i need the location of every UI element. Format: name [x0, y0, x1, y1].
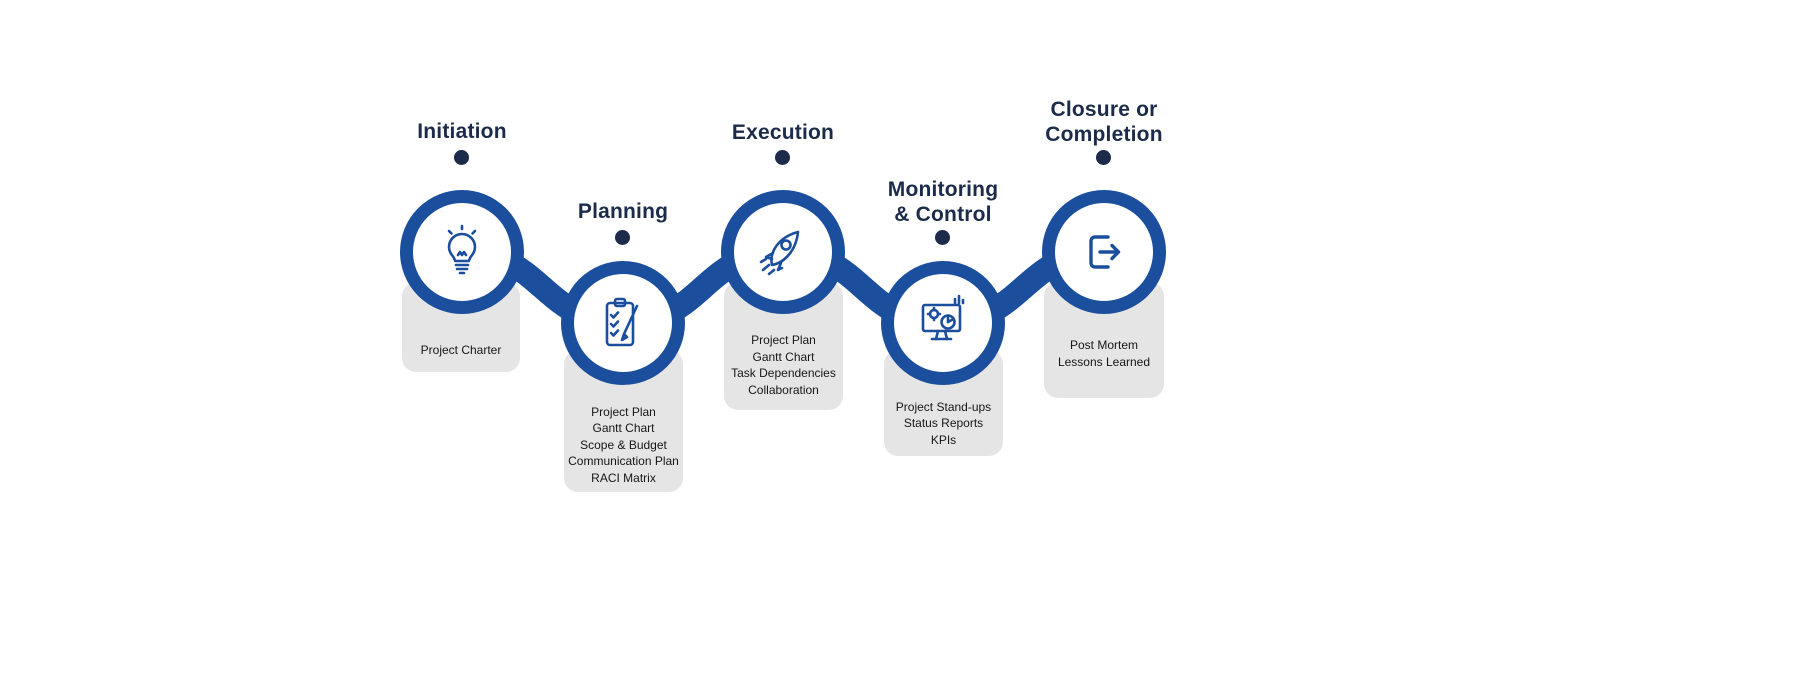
stage-title-planning: Planning: [577, 200, 669, 223]
card-item: Communication Plan: [568, 454, 679, 468]
clipboard-checklist-icon: [591, 291, 655, 355]
stage-title-monitoring-control: Monitoring & Control: [887, 178, 999, 226]
stage-dot: [1096, 150, 1111, 165]
card-item: Project Charter: [420, 342, 502, 357]
card-item: KPIs: [930, 432, 957, 447]
monitor-analytics-icon: [911, 291, 975, 355]
card-item: Project Plan: [751, 333, 816, 347]
card-item: Collaboration: [748, 382, 819, 397]
stage-dot: [775, 150, 790, 165]
card-item: Lessons Learned: [1057, 354, 1151, 369]
stage-title-closure-completion: Closure or Completion: [1045, 98, 1163, 146]
stage-circle-initiation: [400, 190, 524, 314]
stage-circle-planning: [561, 261, 685, 385]
rocket-icon: [751, 220, 815, 284]
exit-icon: [1072, 220, 1136, 284]
card-item: Post Mortem: [1069, 338, 1138, 352]
stage-circle-monitoring-control: [881, 261, 1005, 385]
stage-dot: [454, 150, 469, 165]
stage-title-initiation: Initiation: [417, 120, 507, 143]
card-item: Gantt Chart: [592, 421, 655, 435]
card-item: Task Dependencies: [731, 366, 836, 380]
card-item: Project Stand-ups: [895, 399, 992, 414]
stage-dot: [935, 230, 950, 245]
stage-title-execution: Execution: [731, 121, 835, 144]
card-item: Project Plan: [591, 404, 656, 419]
stage-circle-execution: [721, 190, 845, 314]
card-item: Status Reports: [903, 416, 984, 430]
stage-circle-closure-completion: [1042, 190, 1166, 314]
lightbulb-icon: [430, 220, 494, 284]
card-item: Gantt Chart: [752, 349, 815, 364]
stage-dot: [615, 230, 630, 245]
card-item: Scope & Budget: [580, 437, 667, 452]
card-item: RACI Matrix: [591, 470, 656, 485]
